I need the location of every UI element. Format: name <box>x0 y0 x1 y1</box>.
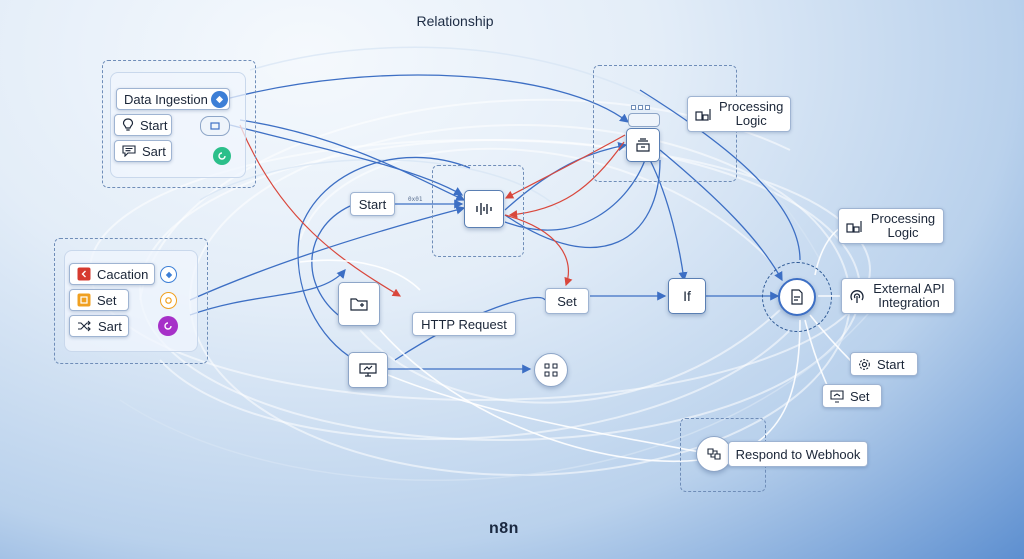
left-set-label: Set <box>97 292 117 308</box>
data-ingestion-label: Data Ingestion <box>124 91 208 107</box>
right-hub-node[interactable] <box>778 278 816 316</box>
connector-label: 0x01 <box>408 196 423 203</box>
start-mid-label: Start <box>358 196 387 212</box>
monitor-icon <box>830 389 844 403</box>
port-dot <box>631 105 636 110</box>
processing-top-icon-node[interactable] <box>626 128 660 162</box>
gear-icon <box>858 358 871 371</box>
start-right-node[interactable]: Start <box>850 352 918 376</box>
external-api-label: External API Integration <box>873 281 945 310</box>
external-api-node[interactable]: External API Integration <box>841 278 955 314</box>
set-right-node[interactable]: Set <box>822 384 882 408</box>
api-icon <box>849 288 865 304</box>
processing-top-chip <box>628 113 660 127</box>
data-refresh-badge <box>213 147 231 165</box>
diamond-icon <box>165 271 172 278</box>
processing-top-label: Processing Logic <box>719 99 784 128</box>
left-sart-badge <box>158 316 178 336</box>
http-request-node[interactable]: HTTP Request <box>412 312 516 336</box>
data-sart-node[interactable]: Sart <box>114 140 172 162</box>
grid-icon <box>544 363 558 377</box>
message-icon <box>122 145 136 157</box>
monitor-icon <box>359 363 377 377</box>
center-hub-node[interactable] <box>464 190 504 228</box>
data-connector-chip[interactable] <box>200 116 230 136</box>
webhook-icon-node[interactable] <box>696 436 732 472</box>
right-hub-ring <box>762 262 832 332</box>
processing-right-label: Processing Logic <box>870 211 936 240</box>
blocks-icon <box>695 106 713 122</box>
http-request-label: HTTP Request <box>421 316 507 332</box>
stack-icon <box>636 138 650 152</box>
set-mid-label: Set <box>557 293 577 309</box>
set-right-label: Set <box>850 388 870 404</box>
white-wires <box>299 227 853 463</box>
document-icon <box>791 289 803 305</box>
processing-right-node[interactable]: Processing Logic <box>838 208 944 244</box>
refresh-icon <box>164 322 172 330</box>
waveform-icon <box>476 203 492 215</box>
data-start-node[interactable]: Start <box>114 114 172 136</box>
diagram-title: Relationship <box>416 13 494 29</box>
processing-top-node[interactable]: Processing Logic <box>687 96 791 132</box>
respond-webhook-node[interactable]: Respond to Webhook <box>728 441 868 467</box>
code-icon <box>77 267 91 281</box>
folder-network-icon <box>350 298 368 311</box>
start-right-label: Start <box>877 356 905 372</box>
cacation-badge <box>160 266 177 283</box>
port-dot <box>638 105 643 110</box>
data-sart-label: Sart <box>142 143 166 159</box>
left-sart-node[interactable]: Sart <box>69 315 129 337</box>
loop-icon <box>165 297 172 304</box>
data-ingestion-group <box>102 60 256 188</box>
cacation-label: Cacation <box>97 266 149 282</box>
if-label: If <box>683 288 691 304</box>
connector-icon <box>210 122 220 130</box>
refresh-icon <box>218 152 226 160</box>
data-ingestion-header[interactable]: Data Ingestion <box>116 88 230 110</box>
monitor-node[interactable] <box>348 352 388 388</box>
n8n-logo: n8n <box>489 520 519 537</box>
workflow-icon <box>707 448 721 460</box>
shuffle-icon <box>77 320 92 332</box>
respond-webhook-label: Respond to Webhook <box>735 446 861 462</box>
port-dot <box>645 105 650 110</box>
set-mid-node[interactable]: Set <box>545 288 589 314</box>
left-nodes-group <box>54 238 208 364</box>
http-request-icon-node[interactable] <box>338 282 380 326</box>
data-ingestion-badge <box>211 91 228 108</box>
grid-node[interactable] <box>534 353 568 387</box>
left-sart-label: Sart <box>98 318 122 334</box>
blue-wires <box>189 74 801 374</box>
start-mid-node[interactable]: Start <box>350 192 395 216</box>
diamond-icon <box>215 95 224 104</box>
square-icon <box>77 293 91 307</box>
data-start-label: Start <box>140 117 168 133</box>
left-set-node[interactable]: Set <box>69 289 129 311</box>
blocks-icon <box>846 218 864 234</box>
if-node[interactable]: If <box>668 278 706 314</box>
lightbulb-icon <box>122 118 134 132</box>
left-set-badge <box>160 292 177 309</box>
cacation-node[interactable]: Cacation <box>69 263 155 285</box>
center-group <box>432 165 524 257</box>
